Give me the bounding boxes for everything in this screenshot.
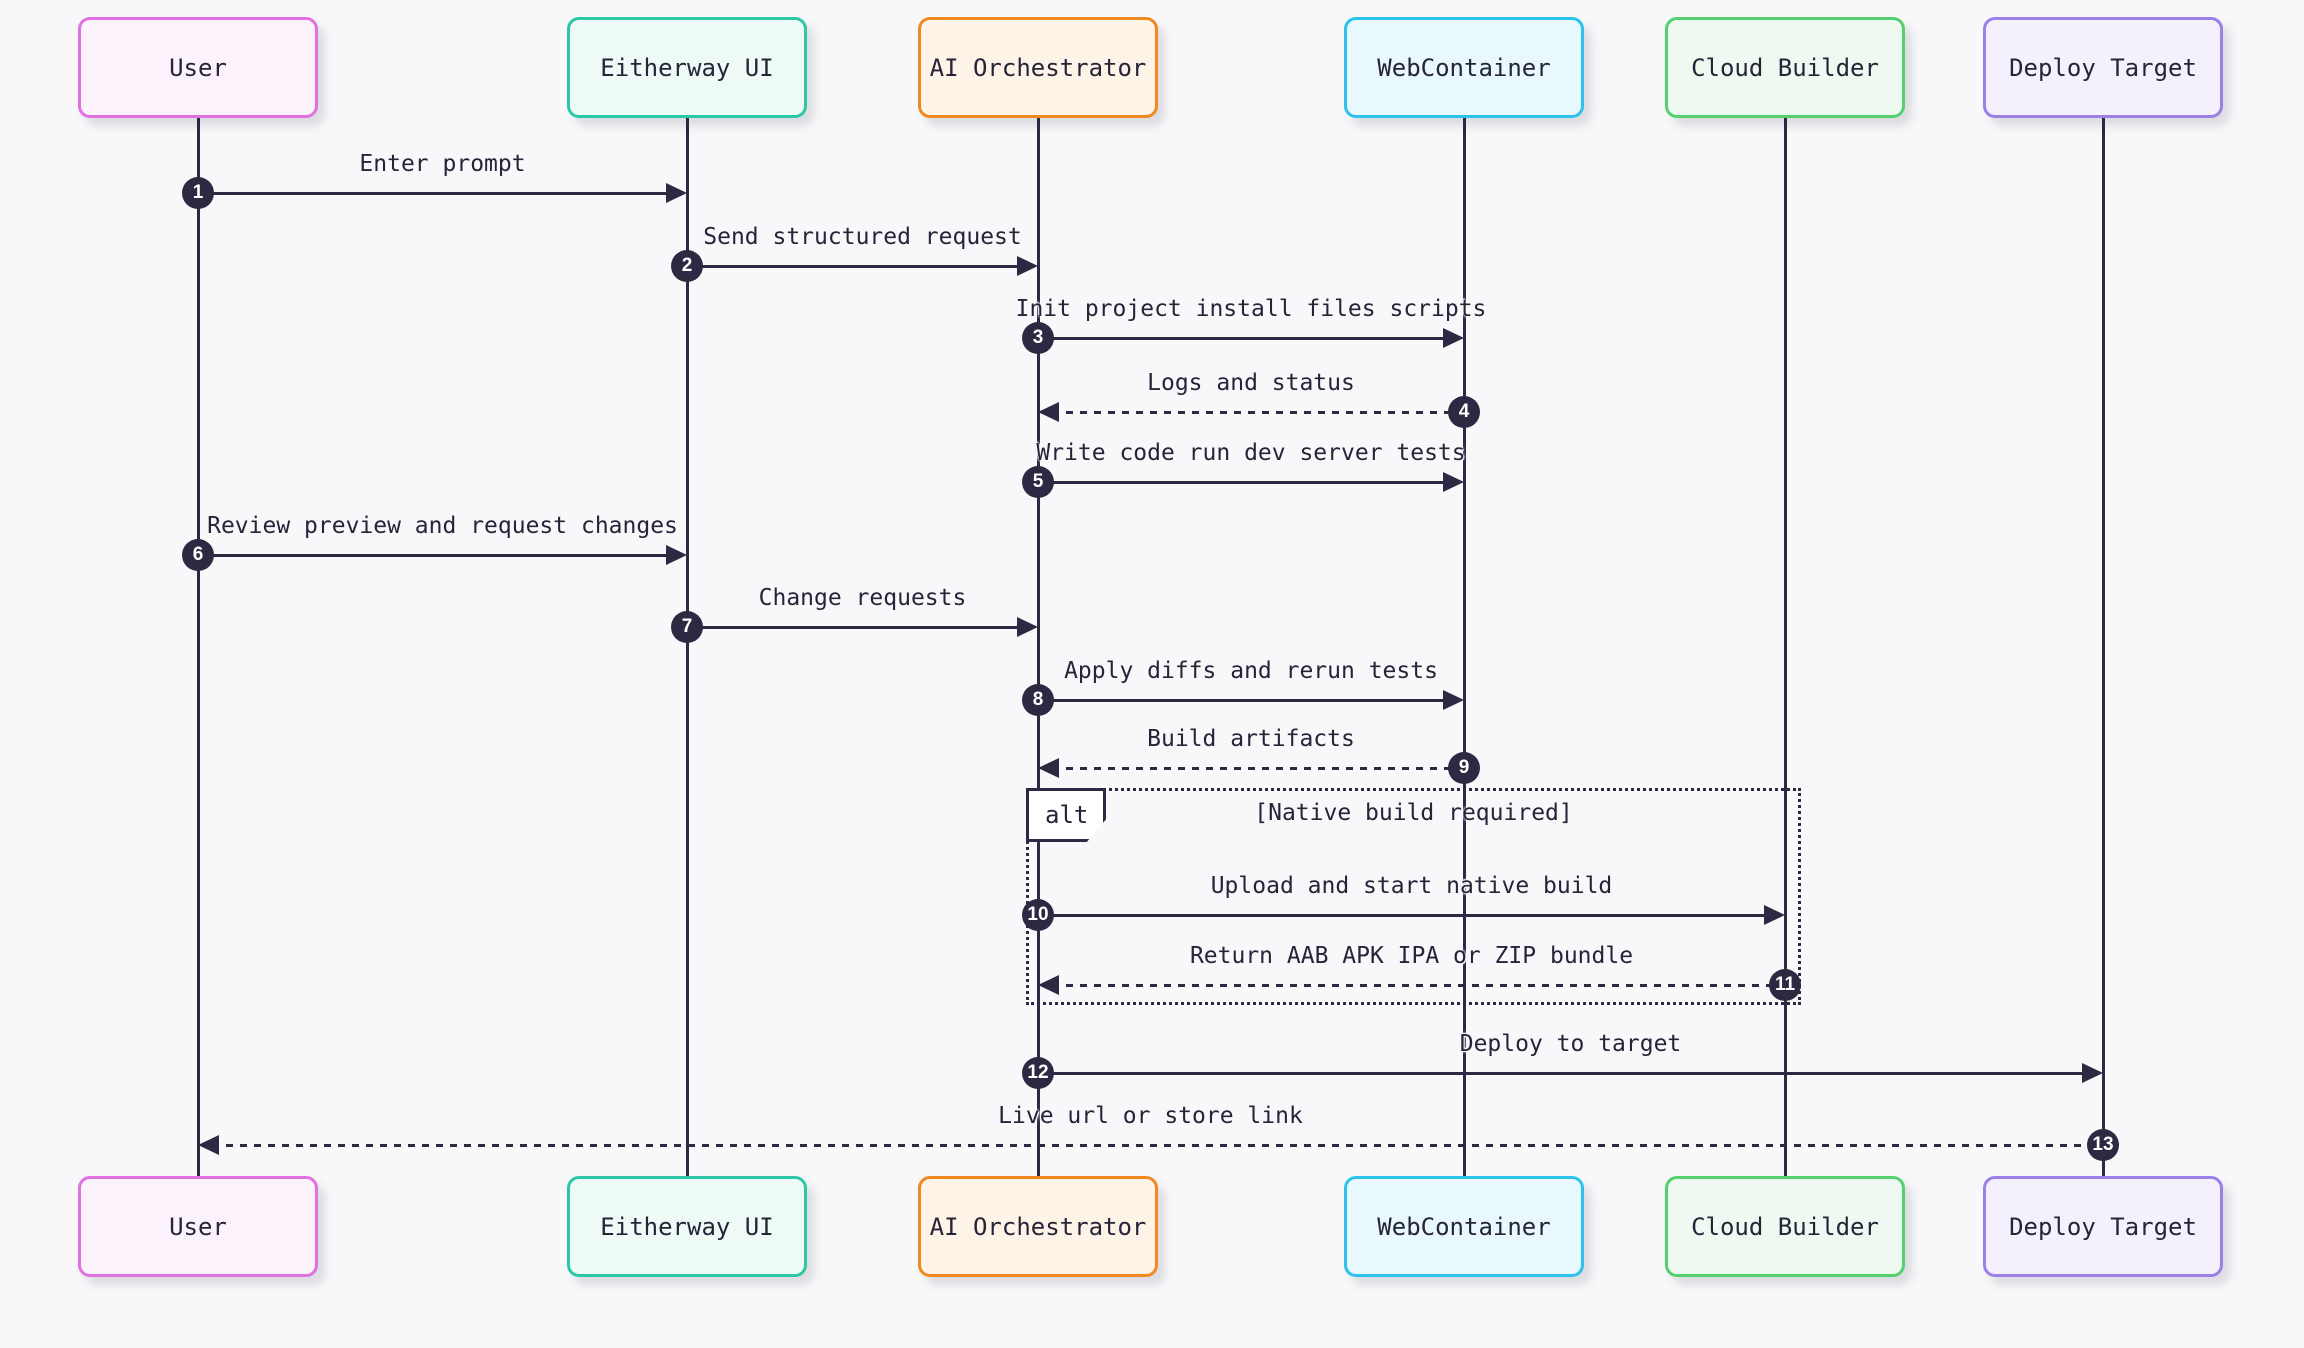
arrowhead-icon: [1038, 402, 1059, 422]
message-label: Send structured request: [703, 224, 1022, 250]
message-line-11: [1052, 983, 1785, 987]
message-label: Logs and status: [1147, 370, 1355, 396]
message-line-2: [687, 264, 1024, 268]
message-label: Build artifacts: [1147, 726, 1355, 752]
message-line-8: [1038, 698, 1450, 702]
actor-box-top-cloud-builder: Cloud Builder: [1665, 17, 1905, 118]
message-line-10: [1038, 913, 1771, 917]
actor-box-top-user: User: [78, 17, 318, 118]
sequence-number-badge: 1: [182, 177, 214, 209]
sequence-number-badge: 3: [1022, 322, 1054, 354]
actor-label: Deploy Target: [2009, 1212, 2197, 1241]
message-label: Enter prompt: [359, 151, 526, 177]
message-line-1: [198, 191, 673, 195]
message-line-4: [1052, 410, 1464, 414]
actor-label: Deploy Target: [2009, 53, 2197, 82]
actor-box-bottom-user: User: [78, 1176, 318, 1277]
arrowhead-icon: [2082, 1063, 2103, 1083]
arrowhead-icon: [666, 183, 687, 203]
arrowhead-icon: [1443, 690, 1464, 710]
actor-label: Cloud Builder: [1691, 1212, 1879, 1241]
message-label: Apply diffs and rerun tests: [1064, 658, 1438, 684]
message-label: Return AAB APK IPA or ZIP bundle: [1189, 943, 1634, 969]
sequence-number-badge: 6: [182, 539, 214, 571]
message-label: Deploy to target: [1459, 1031, 1682, 1057]
sequence-number-badge: 13: [2087, 1129, 2119, 1161]
actor-label: Eitherway UI: [600, 53, 774, 82]
lifeline-ai-orchestrator: [1036, 117, 1040, 1177]
actor-box-top-ai-orchestrator: AI Orchestrator: [918, 17, 1158, 118]
message-label: Init project install files scripts: [1015, 296, 1487, 322]
arrowhead-icon: [1038, 758, 1059, 778]
lifeline-webcontainer: [1462, 117, 1466, 1177]
actor-box-bottom-deploy-target: Deploy Target: [1983, 1176, 2223, 1277]
message-line-7: [687, 625, 1024, 629]
actor-label: WebContainer: [1377, 53, 1551, 82]
actor-box-bottom-webcontainer: WebContainer: [1344, 1176, 1584, 1277]
actor-label: User: [169, 53, 227, 82]
lifeline-eitherway-ui: [685, 117, 689, 1177]
lifeline-deploy-target: [2101, 117, 2105, 1177]
message-label: Write code run dev server tests: [1036, 440, 1466, 466]
message-line-9: [1052, 766, 1464, 770]
message-line-6: [198, 553, 673, 557]
arrowhead-icon: [1764, 905, 1785, 925]
actor-box-top-deploy-target: Deploy Target: [1983, 17, 2223, 118]
message-line-5: [1038, 480, 1450, 484]
lifeline-cloud-builder: [1783, 117, 1787, 1177]
message-line-13: [212, 1143, 2103, 1147]
actor-label: AI Orchestrator: [929, 53, 1147, 82]
sequence-number-badge: 10: [1022, 899, 1054, 931]
actor-box-top-eitherway-ui: Eitherway UI: [567, 17, 807, 118]
actor-box-top-webcontainer: WebContainer: [1344, 17, 1584, 118]
sequence-number-badge: 8: [1022, 684, 1054, 716]
sequence-number-badge: 5: [1022, 466, 1054, 498]
lifeline-user: [196, 117, 200, 1177]
sequence-number-badge: 4: [1448, 396, 1480, 428]
message-line-12: [1038, 1071, 2089, 1075]
arrowhead-icon: [666, 545, 687, 565]
actor-label: WebContainer: [1377, 1212, 1551, 1241]
alt-frame: [1026, 788, 1801, 1005]
sequence-number-badge: 12: [1022, 1057, 1054, 1089]
sequence-number-badge: 11: [1769, 969, 1801, 1001]
actor-label: Eitherway UI: [600, 1212, 774, 1241]
arrowhead-icon: [198, 1135, 219, 1155]
arrowhead-icon: [1443, 472, 1464, 492]
actor-box-bottom-cloud-builder: Cloud Builder: [1665, 1176, 1905, 1277]
message-label: Live url or store link: [998, 1103, 1303, 1129]
sequence-number-badge: 7: [671, 611, 703, 643]
actor-label: Cloud Builder: [1691, 53, 1879, 82]
arrowhead-icon: [1017, 617, 1038, 637]
actor-box-bottom-ai-orchestrator: AI Orchestrator: [918, 1176, 1158, 1277]
message-label: Review preview and request changes: [207, 513, 678, 539]
sequence-number-badge: 9: [1448, 752, 1480, 784]
actor-box-bottom-eitherway-ui: Eitherway UI: [567, 1176, 807, 1277]
arrowhead-icon: [1038, 975, 1059, 995]
alt-frame-tag: alt: [1026, 788, 1106, 842]
message-label: Change requests: [758, 585, 967, 611]
arrowhead-icon: [1017, 256, 1038, 276]
actor-label: User: [169, 1212, 227, 1241]
arrowhead-icon: [1443, 328, 1464, 348]
message-line-3: [1038, 336, 1450, 340]
sequence-number-badge: 2: [671, 250, 703, 282]
actor-label: AI Orchestrator: [929, 1212, 1147, 1241]
alt-frame-condition: [Native build required]: [1254, 800, 1573, 826]
message-label: Upload and start native build: [1210, 873, 1613, 899]
